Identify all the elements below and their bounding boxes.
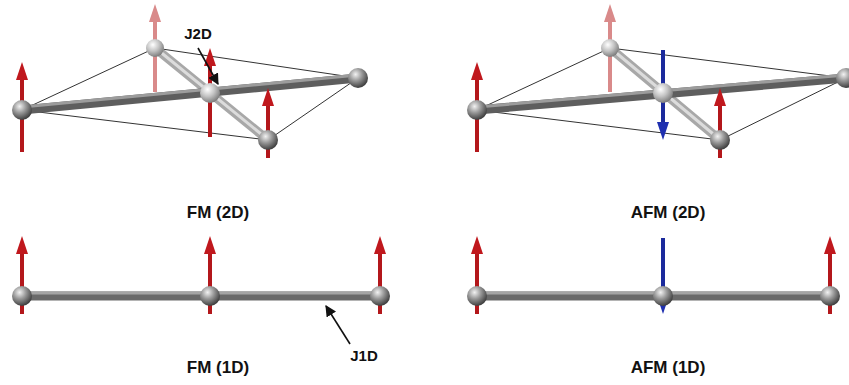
afm-2d-lattice xyxy=(467,4,849,158)
spin-arrow-up xyxy=(471,62,726,158)
atom-sphere xyxy=(12,39,368,150)
panel-label: AFM (1D) xyxy=(631,358,706,378)
atom-sphere xyxy=(200,83,220,103)
fm-2d-lattice xyxy=(12,4,368,158)
spin-arrow-back xyxy=(604,4,616,22)
bond-bar-dark xyxy=(22,78,358,110)
spin-arrow-up xyxy=(824,236,836,254)
bond-bar-dark xyxy=(22,75,358,110)
atom-sphere xyxy=(258,130,278,150)
atom-sphere xyxy=(710,130,730,150)
spin-arrow-up xyxy=(16,236,386,314)
atom-sphere xyxy=(146,39,164,57)
spin-arrow-up xyxy=(16,48,274,158)
spin-arrow-up xyxy=(714,88,726,106)
atom-sphere xyxy=(348,68,368,88)
atom-sphere xyxy=(467,100,487,120)
atom-sphere xyxy=(467,286,840,306)
atom-sphere xyxy=(12,286,390,306)
panel-label: AFM (2D) xyxy=(631,203,706,223)
fm-1d-chain xyxy=(12,236,390,314)
panel-label: FM (2D) xyxy=(187,203,249,223)
lattice-outline xyxy=(477,48,846,140)
atom-sphere xyxy=(200,286,220,306)
atom-sphere xyxy=(836,68,849,88)
atom-sphere xyxy=(12,100,32,120)
spin-arrow-up xyxy=(262,88,274,106)
afm-1d-chain xyxy=(467,236,840,314)
coupling-label: J1D xyxy=(350,347,378,364)
leader-arrow xyxy=(198,48,218,84)
spin-arrow-up xyxy=(204,236,216,254)
spin-arrow-up xyxy=(16,236,28,254)
leader-arrow xyxy=(198,48,350,344)
spin-arrow-up xyxy=(471,236,836,314)
spin-arrow-back xyxy=(149,4,161,22)
atom-sphere xyxy=(467,286,487,306)
atom-sphere xyxy=(601,39,619,57)
lattice-outline xyxy=(22,48,358,140)
atom-sphere xyxy=(467,39,849,150)
atom-sphere xyxy=(653,83,673,103)
atom-sphere xyxy=(370,286,390,306)
coupling-label: J2D xyxy=(184,25,212,42)
spin-arrow-up xyxy=(471,62,483,80)
spin-arrow-up xyxy=(471,236,483,254)
spin-arrow-down xyxy=(657,122,669,140)
leader-arrow xyxy=(326,306,350,344)
spin-arrow-up xyxy=(16,62,28,80)
bond-bar-dark xyxy=(22,75,358,107)
atom-sphere xyxy=(12,286,32,306)
atom-sphere xyxy=(820,286,840,306)
atom-sphere xyxy=(653,286,673,306)
spin-arrow-up xyxy=(374,236,386,254)
panel-label: FM (1D) xyxy=(187,358,249,378)
